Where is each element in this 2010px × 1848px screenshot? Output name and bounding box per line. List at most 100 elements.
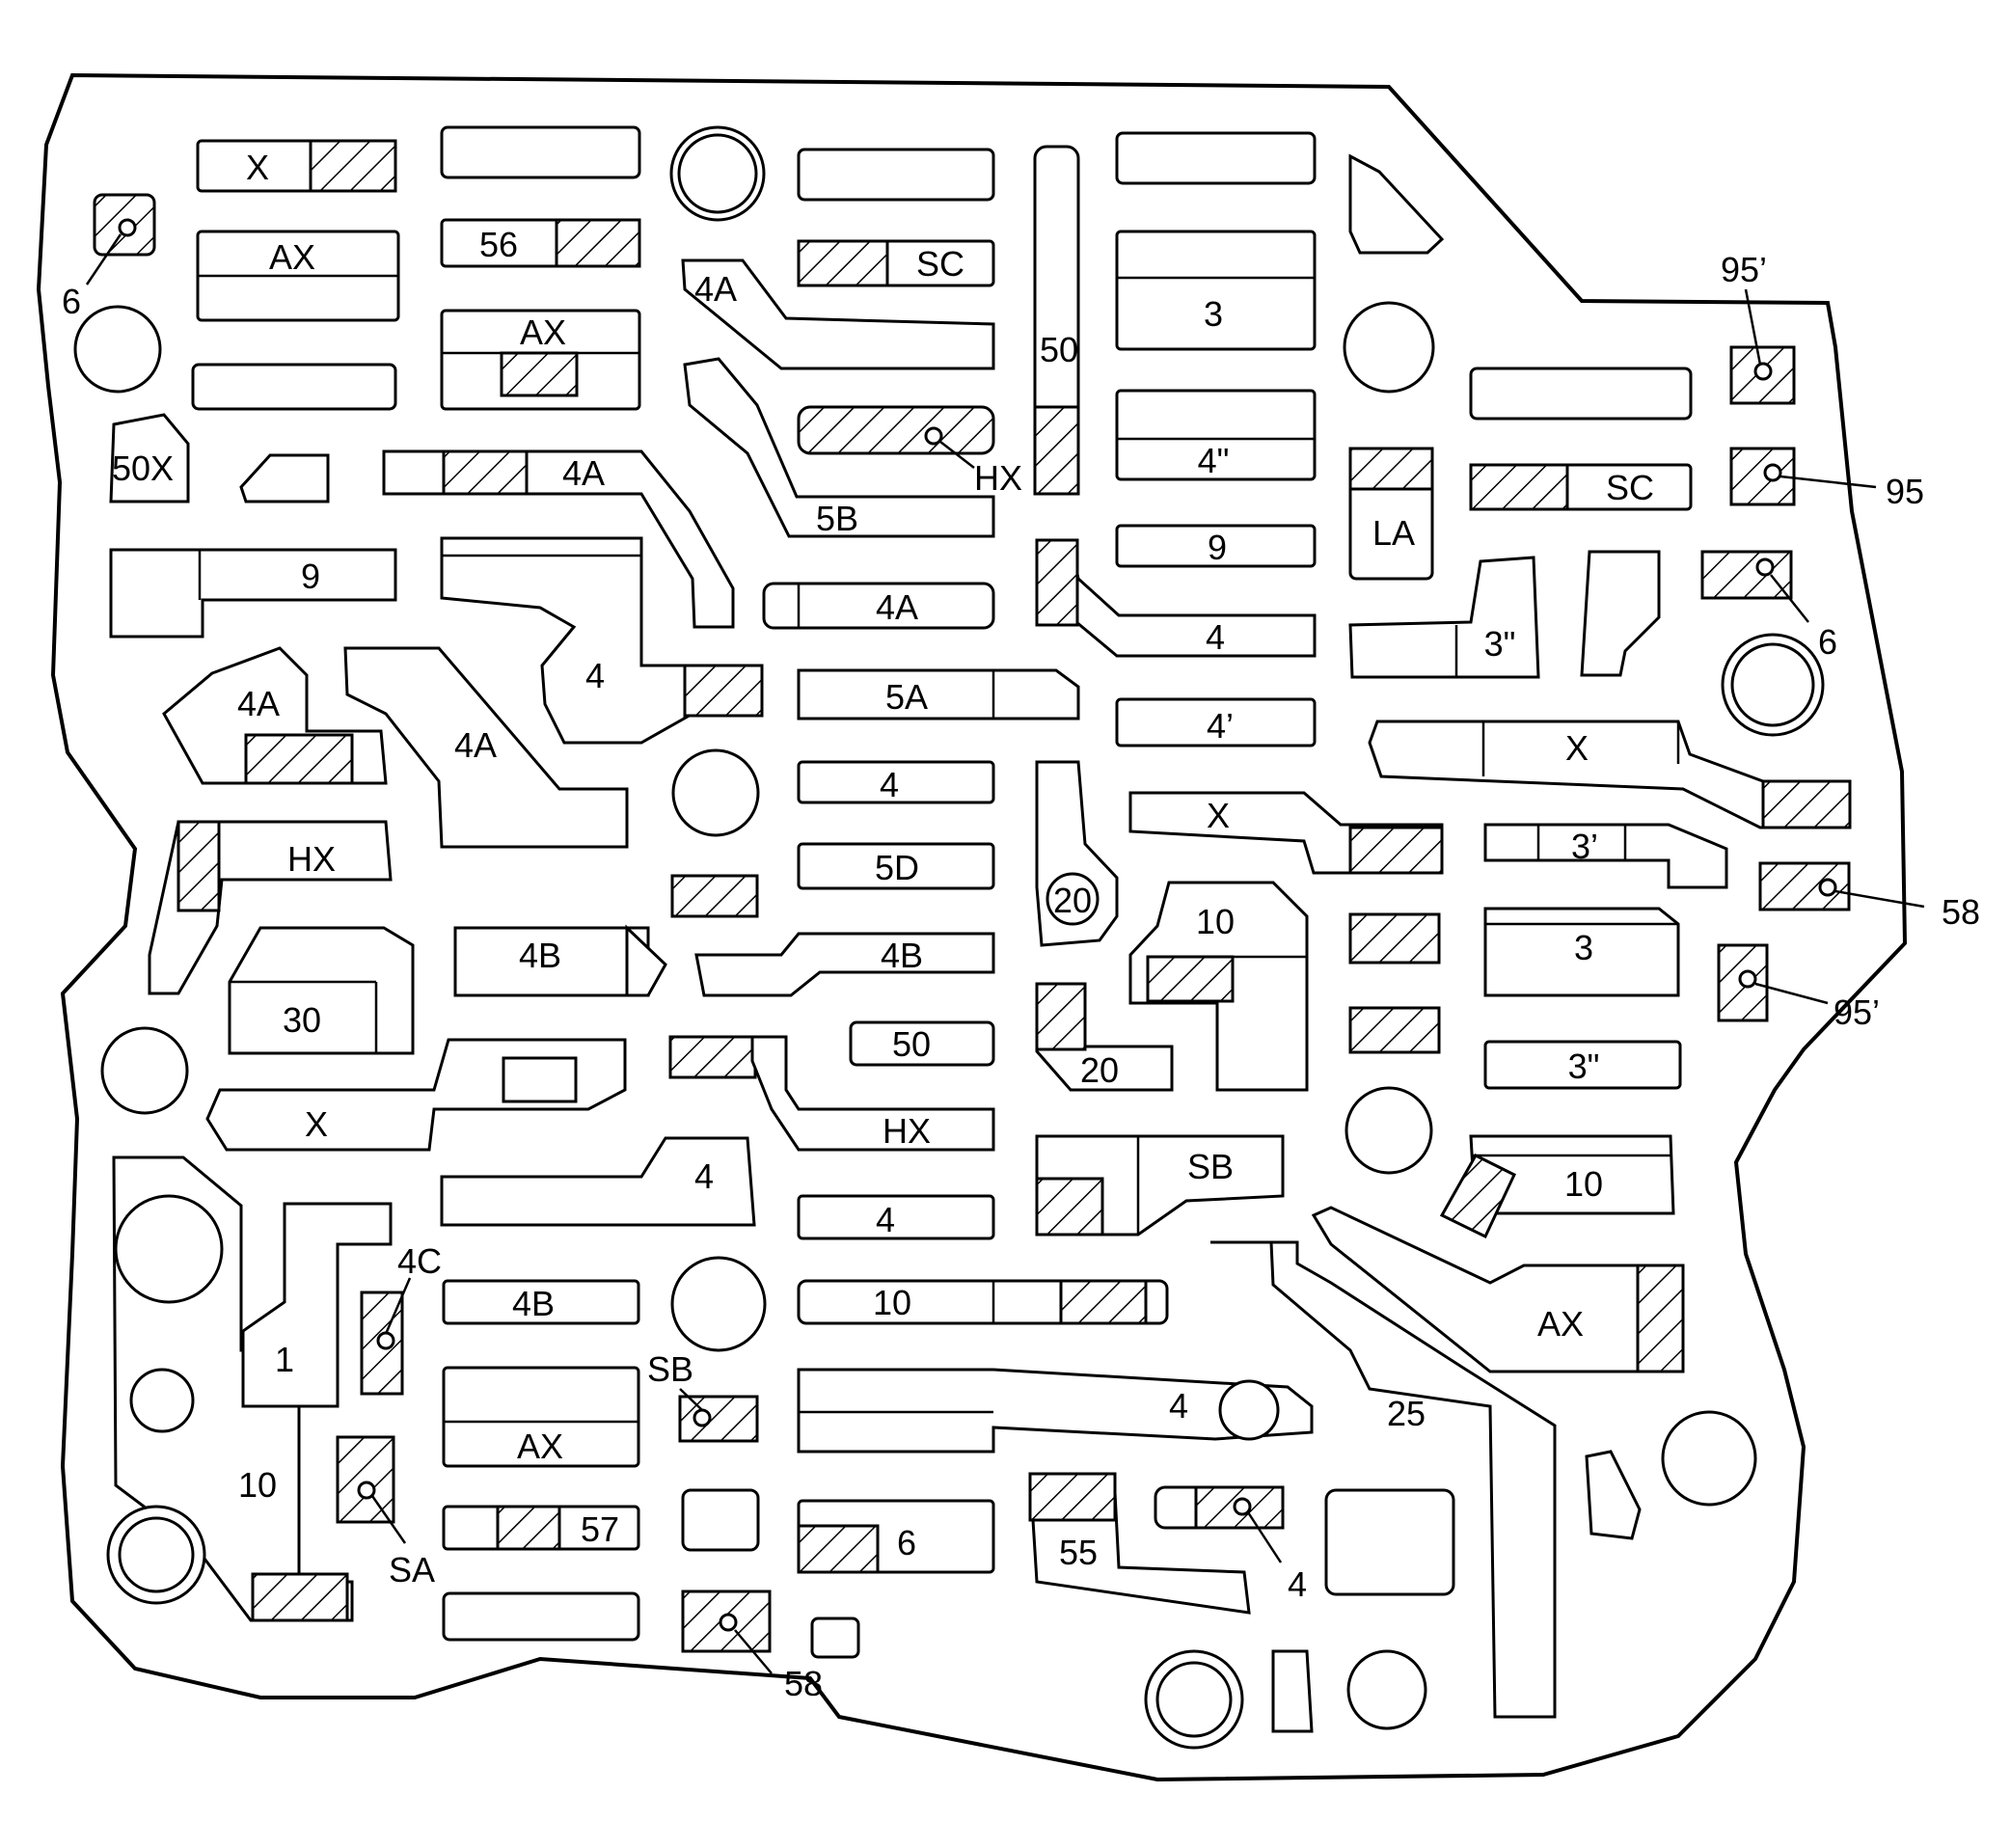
label-55: 55 (1059, 1533, 1098, 1572)
port-4-c4-low (797, 1194, 995, 1240)
label-95-prime-top: 95’ (1721, 250, 1767, 289)
port-5b (683, 357, 995, 538)
label-3dq-low: 3" (1568, 1046, 1600, 1086)
label-x-top: X (246, 148, 269, 187)
label-x-mid: X (305, 1104, 328, 1144)
point-sa (357, 1481, 376, 1500)
hatch-sa (336, 1435, 395, 1524)
leader-sa (370, 1495, 407, 1544)
label-hx-c4: HX (883, 1111, 931, 1151)
label-hx-left: HX (287, 839, 336, 879)
port-ax-low (442, 1366, 640, 1468)
leader-hx-top (939, 441, 975, 469)
label-x-c5: X (1207, 796, 1230, 835)
port-3dq-top (1348, 556, 1540, 679)
port-4-prime (1115, 697, 1317, 747)
port-4-mid (440, 536, 694, 745)
port-4dq (1115, 389, 1317, 481)
hatch-hx-top (797, 405, 995, 455)
port-9-left (109, 548, 397, 639)
hatch-blank-r2 (1348, 1006, 1441, 1054)
label-sb-c5: SB (1187, 1147, 1234, 1186)
label-10-c4: 10 (873, 1283, 911, 1322)
leader-6-right (1770, 574, 1809, 623)
bolt-hole-11 (1346, 1649, 1427, 1730)
label-hx-top: HX (974, 458, 1022, 498)
label-50x: 50X (112, 448, 174, 488)
label-30: 30 (283, 1000, 321, 1040)
port-3dq-low (1483, 1040, 1682, 1090)
port-9-c5 (1115, 524, 1317, 568)
point-95-prime-top (1753, 362, 1773, 381)
point-58-right (1818, 878, 1837, 897)
port-4a-c4 (762, 582, 995, 630)
label-ax-2: AX (520, 313, 566, 352)
bolt-hole-7 (671, 748, 760, 837)
label-3-right: 3 (1574, 928, 1593, 967)
port-square-c5 (1324, 1488, 1455, 1596)
hatch-hx-left (177, 820, 221, 912)
label-58-low: 58 (784, 1664, 823, 1703)
label-4b-low: 4B (512, 1284, 555, 1323)
port-blank-low (442, 1591, 640, 1642)
hatch-ax-right (1636, 1264, 1685, 1373)
label-4b-left: 4B (519, 936, 561, 975)
leader-4c (384, 1277, 412, 1335)
leader-58-right (1834, 889, 1925, 909)
hatch-4-c5 (1035, 538, 1079, 627)
port-4-c4 (797, 760, 995, 804)
port-3-prime (1483, 823, 1728, 889)
label-95-prime-low: 95’ (1833, 992, 1880, 1032)
bolt-hole-10-inner (1155, 1661, 1233, 1738)
label-20-low: 20 (1080, 1050, 1119, 1090)
bolt-hole-1 (73, 305, 162, 394)
label-57: 57 (581, 1509, 619, 1549)
point-6-right (1755, 557, 1775, 577)
label-4a-left: 4A (237, 684, 280, 723)
bolt-hole-14 (1345, 1086, 1433, 1175)
leader-4-c5-low (1246, 1511, 1283, 1563)
hatch-x-c5 (1348, 826, 1444, 875)
hatch-6-right (1700, 550, 1793, 600)
hatch-10-left (251, 1572, 349, 1622)
port-50-bracket (849, 1020, 995, 1067)
leader-95-prime-low (1754, 982, 1829, 1005)
port-blank-c4 (797, 148, 995, 202)
label-9-left: 9 (301, 557, 320, 596)
bolt-hole-9 (1218, 1379, 1280, 1441)
bolt-hole-6-inner (677, 133, 758, 214)
port-5a (797, 668, 1080, 720)
port-1 (241, 1202, 393, 1408)
hatch-4a-left (244, 733, 354, 785)
bolt-hole-4 (129, 1368, 195, 1433)
label-95: 95 (1886, 472, 1924, 511)
bolt-hole-13-inner (1730, 642, 1815, 727)
label-4-c4-big: 4 (1169, 1386, 1188, 1426)
port-square-c3 (681, 1488, 760, 1552)
label-9-c5: 9 (1208, 528, 1227, 567)
label-4c: 4C (397, 1241, 442, 1281)
point-95-prime-low (1738, 969, 1757, 989)
bolt-hole-12 (1343, 301, 1435, 394)
point-58-low (719, 1613, 738, 1632)
hatch-50-channel (1033, 405, 1080, 496)
hatch-4-c5-low (1194, 1485, 1285, 1530)
label-6-left: 6 (62, 282, 81, 321)
port-3-top (1115, 230, 1317, 351)
port-4b-left-cap (625, 924, 667, 997)
label-4a-lower: 4A (454, 725, 497, 765)
port-small-c3 (810, 1617, 860, 1659)
hatch-x-top (309, 139, 397, 193)
port-triangle-top (1348, 153, 1445, 255)
label-50-bracket: 50 (892, 1024, 931, 1064)
hatch-c3 (670, 874, 759, 918)
hatch-57 (496, 1505, 561, 1551)
port-slot-r (1580, 550, 1661, 677)
bolt-hole-5-inner (118, 1516, 195, 1593)
hatch-sb (678, 1395, 759, 1443)
hatch-sc-r (1469, 463, 1569, 511)
hatch-la (1348, 447, 1434, 491)
port-blank-1 (440, 125, 641, 179)
label-56: 56 (479, 225, 518, 264)
